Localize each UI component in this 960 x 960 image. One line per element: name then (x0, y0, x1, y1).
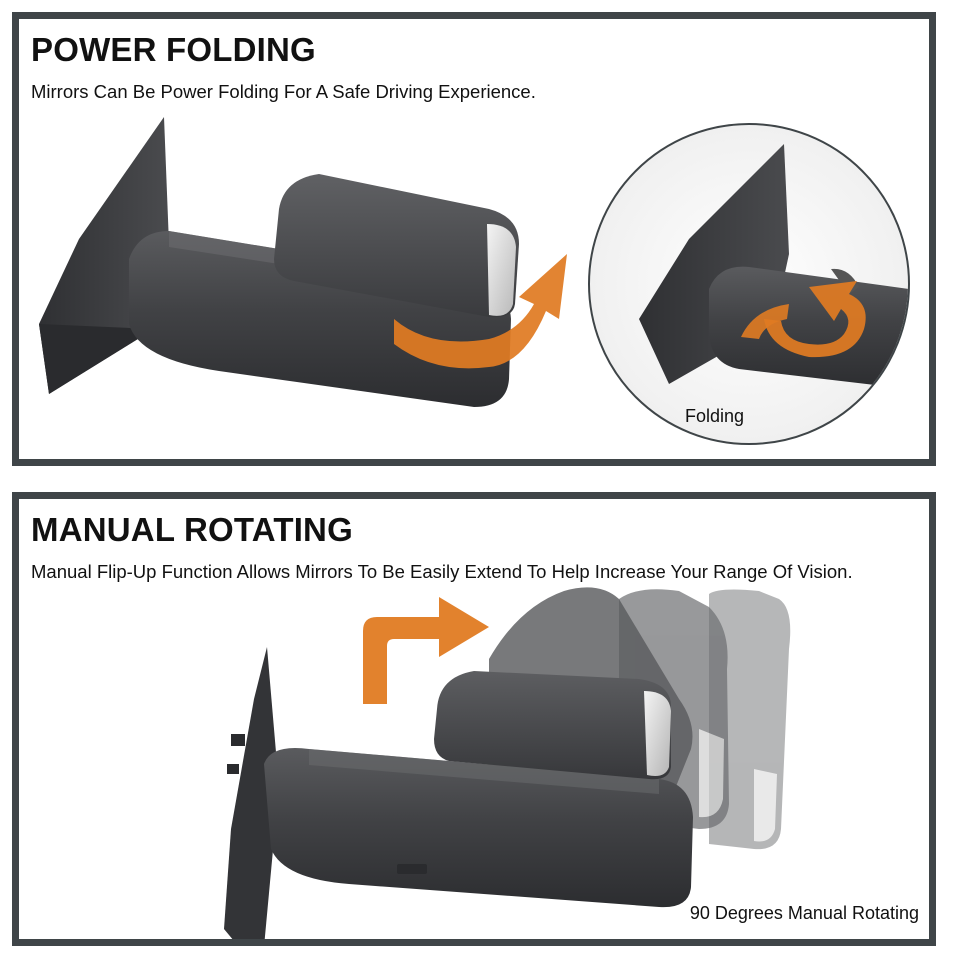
power-folding-panel: POWER FOLDING Mirrors Can Be Power Foldi… (12, 12, 936, 466)
mirror-head-ghost-far (709, 589, 791, 850)
up-right-arrow-icon (363, 597, 489, 704)
mirror-head-2 (434, 671, 671, 780)
mirror-head (274, 174, 519, 318)
folding-caption: Folding (685, 406, 745, 426)
mirror-mount-plate-2 (224, 647, 277, 939)
power-folding-subtitle: Mirrors Can Be Power Folding For A Safe … (31, 81, 536, 102)
manual-rotating-title: MANUAL ROTATING (31, 511, 353, 548)
power-folding-title: POWER FOLDING (31, 31, 316, 68)
manual-rotating-panel: MANUAL ROTATING Manual Flip-Up Function … (12, 492, 936, 946)
mirror-arm-2 (264, 748, 693, 908)
rotate-arrow-icon (741, 281, 866, 358)
manual-rotating-subtitle: Manual Flip-Up Function Allows Mirrors T… (31, 561, 853, 582)
power-folding-illustration (39, 117, 910, 445)
curved-arrow-icon (394, 254, 567, 369)
rotating-caption: 90 Degrees Manual Rotating (689, 903, 919, 923)
manual-rotating-illustration (224, 587, 791, 939)
folding-inset (588, 123, 910, 445)
